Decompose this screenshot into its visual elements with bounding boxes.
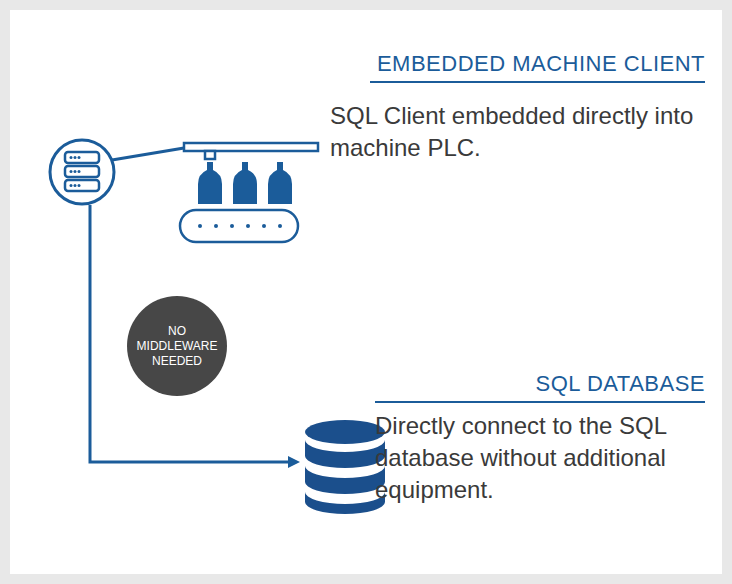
section-heading: EMBEDDED MACHINE CLIENT (370, 51, 705, 83)
database-icon (305, 420, 385, 514)
filling-machine (180, 143, 318, 242)
connector-arrow (90, 205, 300, 468)
middleware-badge: NO MIDDLEWARE NEEDED (127, 296, 227, 396)
description-text: SQL Client embedded directly into machin… (330, 100, 700, 164)
server-icon (50, 140, 114, 204)
database-block: SQL DATABASE Directly connect to the SQL … (300, 365, 705, 555)
description-text: Directly connect to the SQL database wit… (375, 410, 675, 506)
server-racks (65, 152, 99, 191)
server-dots (70, 156, 81, 187)
leader-line (112, 148, 184, 160)
badge-text: NO MIDDLEWARE NEEDED (134, 324, 220, 369)
section-heading: SQL DATABASE (375, 371, 705, 403)
client-block: EMBEDDED MACHINE CLIENT SQL Client embedd… (60, 45, 705, 205)
